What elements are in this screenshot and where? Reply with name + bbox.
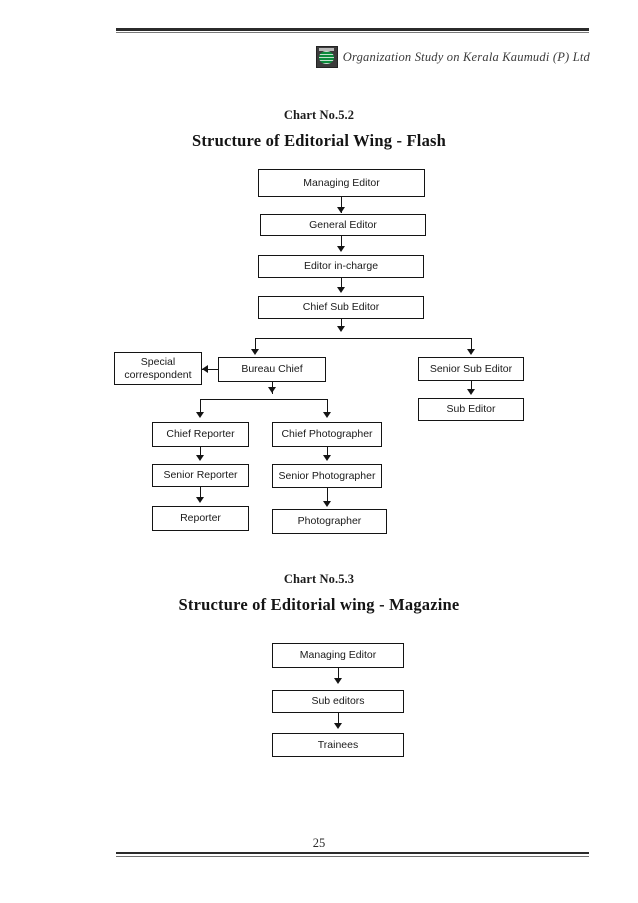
header-title: Organization Study on Kerala Kaumudi (P)… [342, 49, 590, 64]
chart1-title: Structure of Editorial Wing - Flash [191, 131, 447, 150]
connector-chiefsub-bus [255, 338, 472, 340]
document-header: Organization Study on Kerala Kaumudi (P)… [300, 44, 590, 70]
connector-magazine-managing-to-subeditors [338, 668, 340, 682]
arrow-to-chief-photographer [323, 412, 331, 418]
arrow-to-chief-reporter [196, 412, 204, 418]
arrow-to-senior-sub-editor [467, 349, 475, 355]
arrow-seniorreporter-to-reporter [196, 497, 204, 503]
node-reporter[interactable]: Reporter [152, 506, 249, 531]
node-general-editor[interactable]: General Editor [260, 214, 426, 236]
node-managing-editor[interactable]: Managing Editor [258, 169, 425, 197]
connector-bureau-bus-left-drop [200, 399, 202, 415]
node-editor-in-charge[interactable]: Editor in-charge [258, 255, 424, 278]
chart2-label: Chart No.5.3 [283, 572, 355, 586]
arrow-managing-to-general [337, 207, 345, 213]
footer-rule-thin [116, 856, 589, 857]
header-rule-thick [116, 28, 589, 31]
header-rule-thin [116, 32, 589, 33]
footer-rule-thick [116, 852, 589, 854]
connector-chiefsub-stem [341, 319, 343, 330]
connector-seniorsub-to-subeditor [471, 381, 473, 392]
connector-bus-left-drop [255, 338, 257, 352]
connector-managing-to-general [341, 197, 343, 213]
node-magazine-sub-editors[interactable]: Sub editors [272, 690, 404, 713]
connector-bureau-bus [200, 399, 328, 401]
arrow-seniorsub-to-subeditor [467, 389, 475, 395]
connector-chiefphoto-to-seniorphoto [327, 447, 329, 459]
connector-bureau-to-special [202, 369, 219, 371]
node-sub-editor[interactable]: Sub Editor [418, 398, 524, 421]
connector-bureau-bus-right-drop [327, 399, 329, 415]
connector-bus-right-drop [471, 338, 473, 352]
arrow-chiefsub-center [337, 326, 345, 332]
node-senior-sub-editor[interactable]: Senior Sub Editor [418, 357, 524, 381]
node-chief-sub-editor[interactable]: Chief Sub Editor [258, 296, 424, 319]
arrow-magazine-subeditors-to-trainees [334, 723, 342, 729]
node-bureau-chief[interactable]: Bureau Chief [218, 357, 326, 382]
page-number: 25 [312, 836, 326, 850]
connector-general-to-editorincharge [341, 236, 343, 249]
node-magazine-trainees[interactable]: Trainees [272, 733, 404, 757]
node-photographer[interactable]: Photographer [272, 509, 387, 534]
chart1-label: Chart No.5.2 [283, 108, 355, 122]
arrow-seniorphoto-to-photographer [323, 501, 331, 507]
node-magazine-managing-editor[interactable]: Managing Editor [272, 643, 404, 668]
arrow-editorincharge-to-chiefsub [337, 287, 345, 293]
arrow-magazine-managing-to-subeditors [334, 678, 342, 684]
arrow-general-to-editorincharge [337, 246, 345, 252]
arrow-bureau-to-special [202, 365, 208, 373]
arrow-to-bureau-chief [251, 349, 259, 355]
connector-seniorreporter-to-reporter [200, 487, 202, 501]
arrow-bureau-center [268, 387, 276, 393]
node-senior-photographer[interactable]: Senior Photographer [272, 464, 382, 488]
connector-editorincharge-to-chiefsub [341, 278, 343, 291]
node-chief-reporter[interactable]: Chief Reporter [152, 422, 249, 447]
arrow-chiefreporter-to-seniorreporter [196, 455, 204, 461]
kaumudi-logo-icon [315, 46, 338, 68]
chart2-title: Structure of Editorial wing - Magazine [178, 595, 460, 614]
node-senior-reporter[interactable]: Senior Reporter [152, 464, 249, 487]
connector-magazine-subeditors-to-trainees [338, 713, 340, 727]
connector-chiefreporter-to-seniorreporter [200, 447, 202, 459]
connector-seniorphoto-to-photographer [327, 488, 329, 505]
node-chief-photographer[interactable]: Chief Photographer [272, 422, 382, 447]
arrow-chiefphoto-to-seniorphoto [323, 455, 331, 461]
node-special-correspondent[interactable]: Special correspondent [114, 352, 202, 385]
